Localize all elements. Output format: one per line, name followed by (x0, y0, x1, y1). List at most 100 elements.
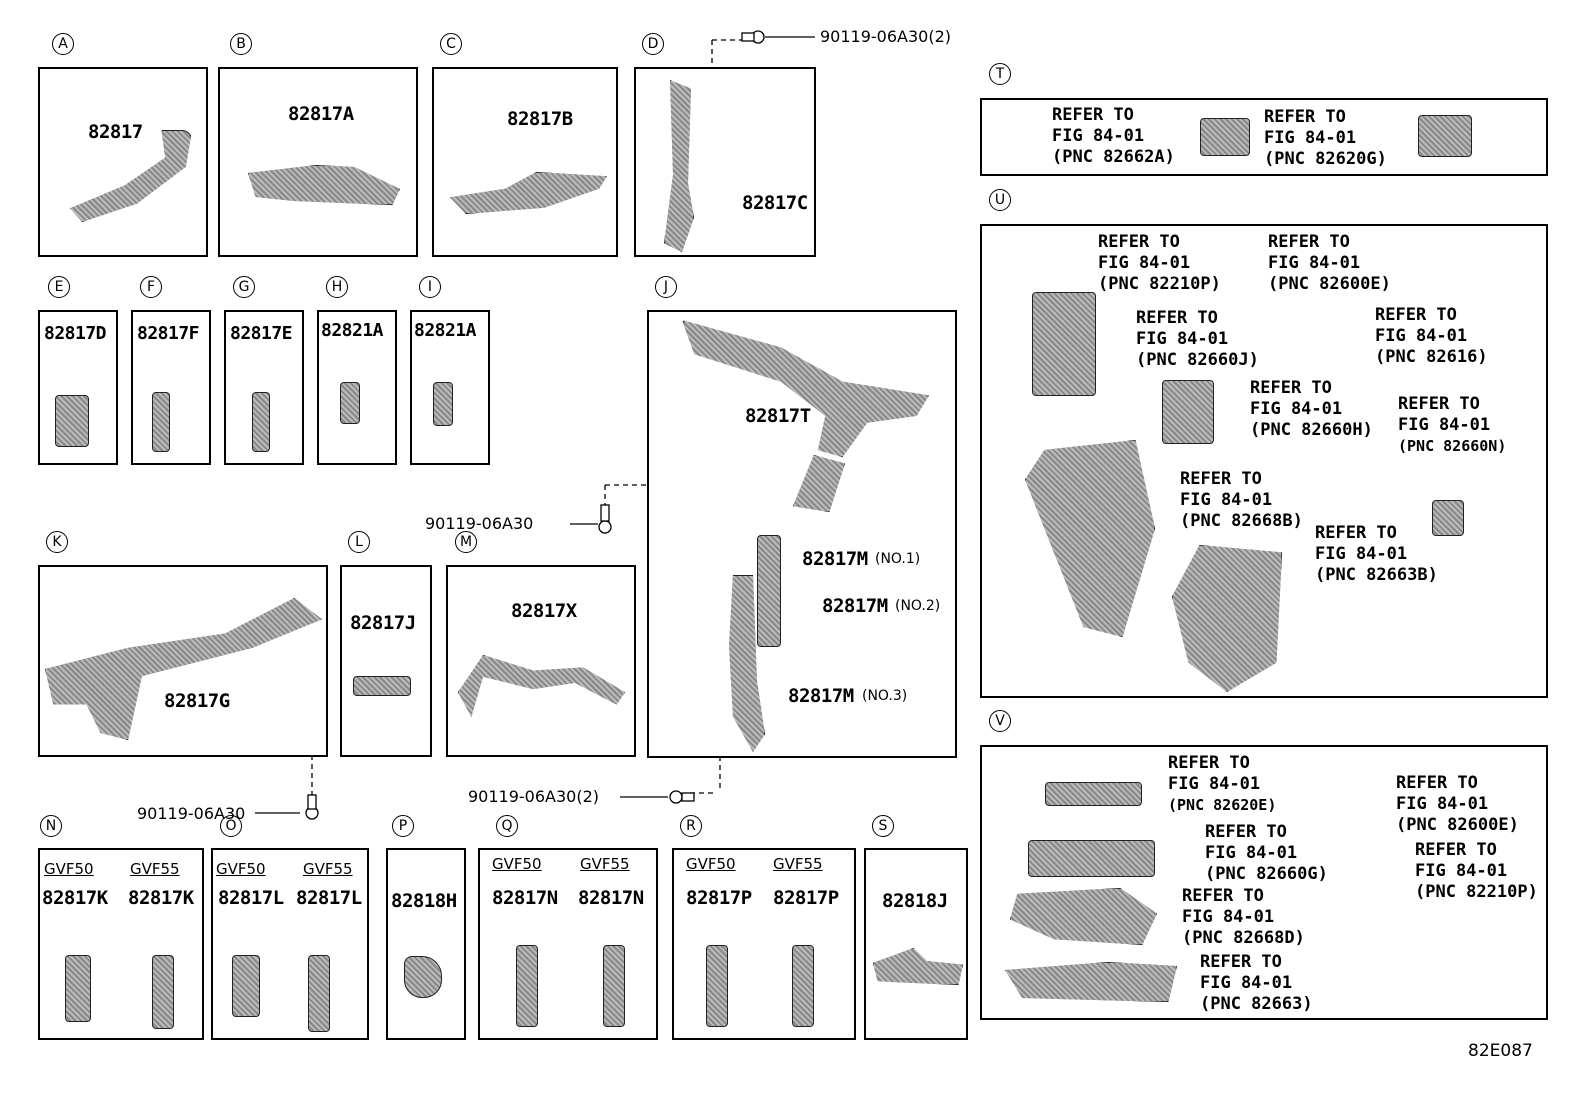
section-letter-s: S (872, 815, 894, 837)
section-letter-o: O (220, 815, 242, 837)
part-number-82817k-gvf55: 82817K (128, 887, 194, 909)
note-no1: (NO.1) (875, 551, 921, 567)
part-number-82817m-no3: 82817M (788, 685, 854, 707)
section-letter-r: R (680, 815, 702, 837)
section-letter-i: I (419, 276, 441, 298)
section-letter-g: G (233, 276, 255, 298)
section-letter-h: H (326, 276, 348, 298)
variant-r-gvf50: GVF50 (686, 855, 736, 873)
part-82660h-illustration (1162, 380, 1214, 444)
section-letter-m: M (455, 531, 477, 553)
section-letter-v: V (989, 710, 1011, 732)
part-82817k-gvf50-illustration (65, 955, 91, 1022)
section-g-box (224, 310, 304, 465)
section-letter-j: J (655, 276, 677, 298)
part-82817n-gvf50-illustration (516, 945, 538, 1027)
section-letter-f: F (140, 276, 162, 298)
note-no3: (NO.3) (862, 688, 908, 704)
section-letter-p: P (392, 815, 414, 837)
part-number-82818j: 82818J (882, 890, 948, 912)
part-number-82817a: 82817A (288, 103, 354, 125)
part-82817e-illustration (252, 392, 270, 452)
section-letter-a: A (52, 33, 74, 55)
section-letter-n: N (40, 815, 62, 837)
part-82660n-illustration (1432, 500, 1464, 536)
part-number-82817e: 82817E (230, 323, 293, 344)
part-82821a-i-illustration (433, 382, 453, 426)
part-number-82817g: 82817G (164, 690, 230, 712)
part-82817p-gvf55-illustration (792, 945, 814, 1027)
section-letter-l: L (348, 531, 370, 553)
part-82817l-gvf55-illustration (308, 955, 330, 1032)
part-82817n-gvf55-illustration (603, 945, 625, 1027)
part-82817m-no2-illustration (757, 535, 781, 647)
part-number-82818h: 82818H (391, 890, 457, 912)
section-letter-e: E (48, 276, 70, 298)
part-number-82817j: 82817J (350, 612, 416, 634)
section-letter-k: K (46, 531, 68, 553)
part-82817d-illustration (55, 395, 89, 447)
variant-o-gvf50: GVF50 (216, 860, 266, 878)
section-f-box (131, 310, 211, 465)
bolt-label-j-1: 90119-06A30 (425, 514, 534, 533)
part-number-82817p-gvf50: 82817P (686, 887, 752, 909)
part-82817f-illustration (152, 392, 170, 452)
part-number-82817c: 82817C (742, 192, 808, 214)
part-82662a-illustration (1200, 118, 1250, 156)
part-number-82817x: 82817X (511, 600, 577, 622)
part-82660j-illustration (1032, 292, 1096, 396)
variant-o-gvf55: GVF55 (303, 860, 353, 878)
section-q-box (478, 848, 658, 1040)
part-number-82817n-gvf50: 82817N (492, 887, 558, 909)
part-number-82821a-i: 82821A (414, 320, 477, 341)
section-p-box (386, 848, 466, 1040)
part-number-82817n-gvf55: 82817N (578, 887, 644, 909)
part-number-82821a-h: 82821A (321, 320, 384, 341)
part-number-82817t: 82817T (745, 405, 811, 427)
bolt-label-j-2: 90119-06A30(2) (468, 787, 599, 806)
variant-q-gvf50: GVF50 (492, 855, 542, 873)
section-letter-c: C (440, 33, 462, 55)
part-number-82817m-no1: 82817M (802, 548, 868, 570)
part-number-82817f: 82817F (137, 323, 200, 344)
section-b-box (218, 67, 418, 257)
variant-r-gvf55: GVF55 (773, 855, 823, 873)
part-82620e-illustration (1045, 782, 1142, 806)
section-l-box (340, 565, 432, 757)
section-letter-q: Q (496, 815, 518, 837)
note-no2: (NO.2) (895, 598, 941, 614)
part-number-82817m-no2: 82817M (822, 595, 888, 617)
section-letter-t: T (989, 63, 1011, 85)
bolt-label-d: 90119-06A30(2) (820, 27, 951, 46)
part-number-82817b: 82817B (507, 108, 573, 130)
part-82660g-illustration (1028, 840, 1155, 877)
section-letter-u: U (989, 189, 1011, 211)
part-number-82817d: 82817D (44, 323, 107, 344)
section-d-box (634, 67, 816, 257)
part-82821a-h-illustration (340, 382, 360, 424)
section-s-box (864, 848, 968, 1040)
section-letter-d: D (642, 33, 664, 55)
section-m-box (446, 565, 636, 757)
variant-n-gvf55: GVF55 (130, 860, 180, 878)
part-82817l-gvf50-illustration (232, 955, 260, 1017)
part-number-82817k-gvf50: 82817K (42, 887, 108, 909)
part-number-82817p-gvf55: 82817P (773, 887, 839, 909)
variant-q-gvf55: GVF55 (580, 855, 630, 873)
part-82620g-illustration (1418, 115, 1472, 157)
